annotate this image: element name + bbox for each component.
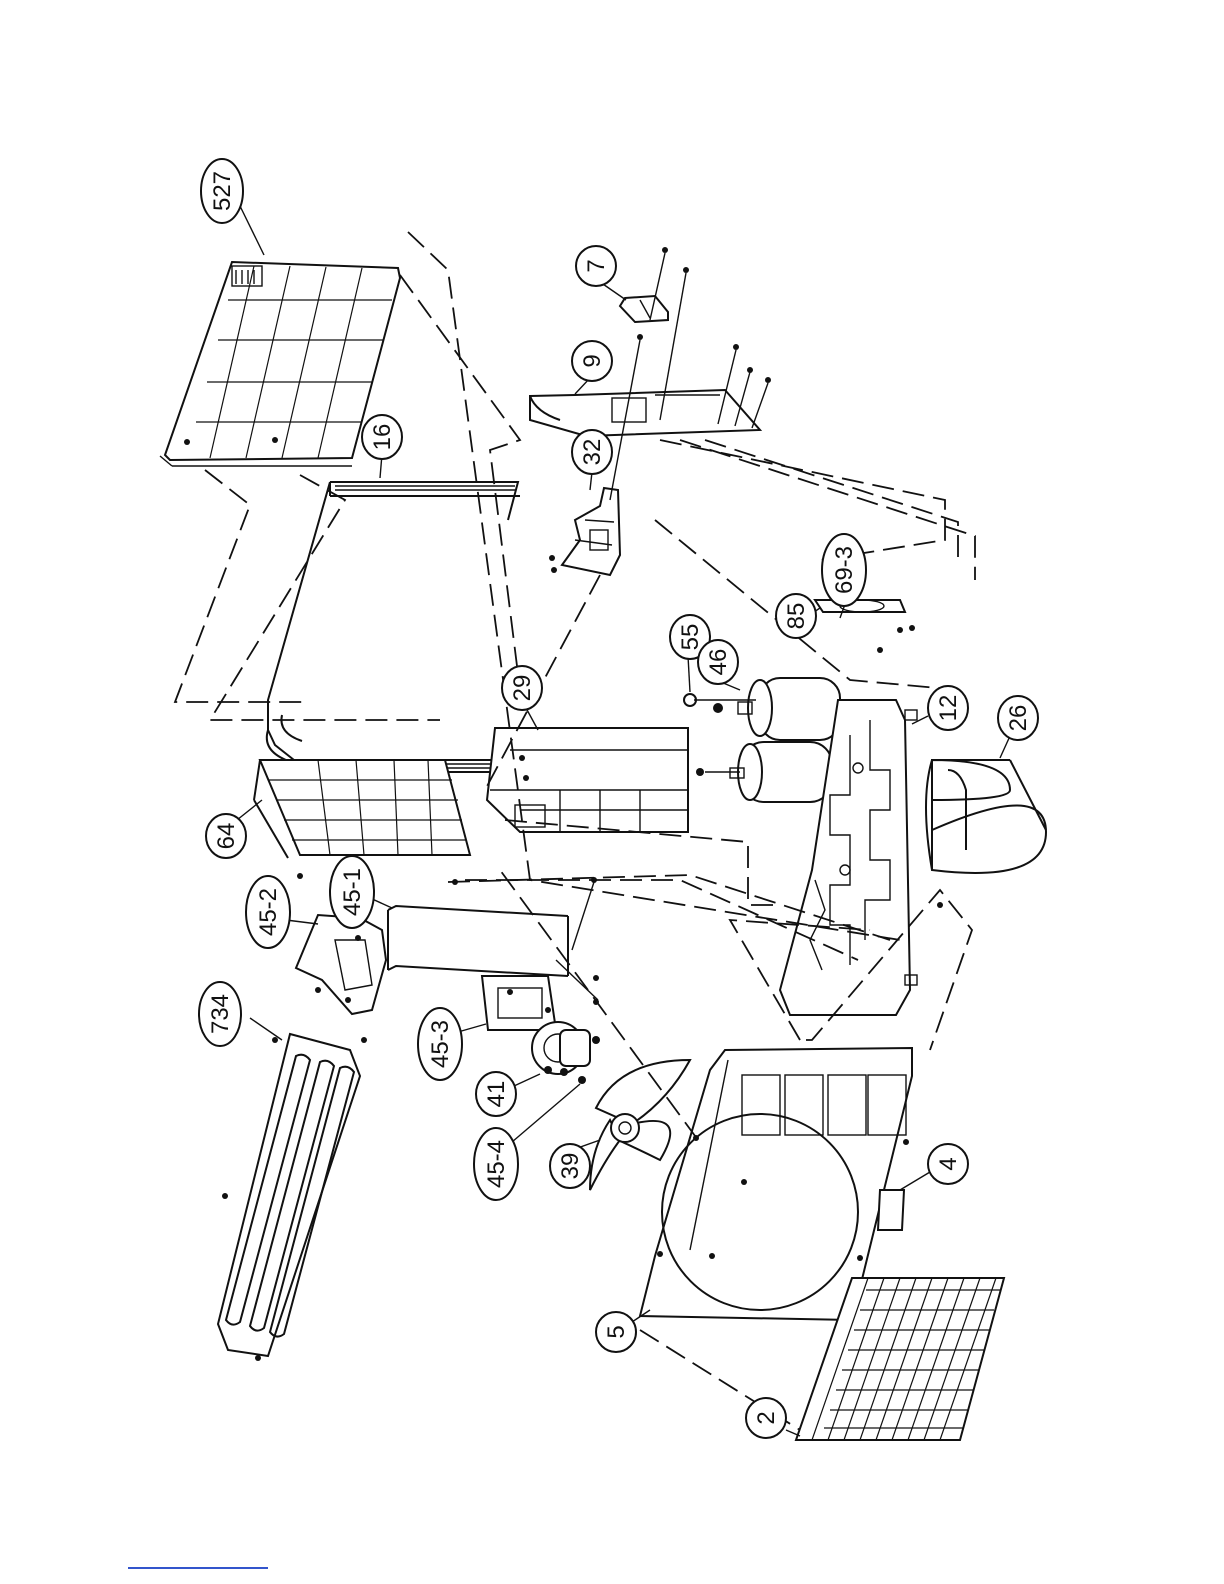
part-45-2-bracket: [296, 915, 386, 1014]
callout-85: 85: [776, 594, 816, 638]
leader-26: [1000, 736, 1010, 758]
callout-7: 7: [576, 246, 616, 286]
callout-46: 46: [698, 640, 738, 684]
callout-label: 45-2: [255, 888, 282, 936]
leader-29: [526, 708, 538, 730]
callout-label: 9: [579, 354, 606, 367]
callout-label: 527: [209, 171, 236, 211]
callout-label: 46: [705, 649, 732, 676]
callout-label: 26: [1005, 705, 1032, 732]
callout-label: 5: [603, 1325, 630, 1338]
callout-9: 9: [572, 341, 612, 381]
callout-64: 64: [206, 814, 246, 858]
callout-4: 4: [928, 1144, 968, 1184]
callout-45-4: 45-4: [474, 1128, 518, 1200]
callout-734: 734: [199, 982, 241, 1046]
dash-527-c: [210, 475, 440, 720]
callout-label: 45-3: [427, 1020, 454, 1068]
part-9-electrical-panel: [530, 334, 771, 500]
callout-label: 16: [369, 424, 396, 451]
callout-41: 41: [476, 1072, 516, 1116]
callout-label: 39: [557, 1153, 584, 1180]
callout-label: 41: [483, 1081, 510, 1108]
part-45-4-nut: [578, 1076, 586, 1084]
dash-9-a: [660, 440, 945, 560]
callout-45-1: 45-1: [330, 856, 374, 928]
callout-12: 12: [928, 686, 968, 730]
callout-label: 69-3: [831, 546, 858, 594]
callout-label: 45-1: [339, 868, 366, 916]
leader-64: [237, 800, 262, 820]
callout-45-2: 45-2: [246, 876, 290, 948]
callout-label: 2: [753, 1411, 780, 1424]
part-45-1-rail: [388, 906, 568, 976]
callout-527: 527: [201, 159, 243, 223]
callout-2: 2: [746, 1398, 786, 1438]
leader-41: [514, 1074, 540, 1086]
leader-734: [250, 1018, 282, 1040]
part-4-label: [878, 1190, 904, 1230]
callout-label: 29: [509, 675, 536, 702]
callout-label: 45-4: [483, 1140, 510, 1188]
callout-39: 39: [550, 1144, 590, 1188]
leader-45-2: [286, 920, 318, 924]
dash-527-b: [175, 470, 310, 702]
footer-rule: [128, 1567, 268, 1569]
callout-16: 16: [362, 415, 402, 459]
leader-527: [240, 206, 264, 255]
part-41-fan-motor: [532, 1022, 600, 1076]
callout-29: 29: [502, 666, 542, 710]
callout-5: 5: [596, 1312, 636, 1352]
callout-label: 32: [579, 439, 606, 466]
callout-label: 4: [935, 1157, 962, 1170]
callout-label: 12: [935, 695, 962, 722]
callout-label: 64: [213, 823, 240, 850]
part-39-fan-blade: [590, 1060, 690, 1190]
callout-32: 32: [572, 430, 612, 474]
part-46-compressor: [684, 678, 845, 802]
leader-45-3: [458, 1024, 486, 1032]
callout-label: 85: [783, 603, 810, 630]
callout-45-3: 45-3: [418, 1008, 462, 1080]
leader-45-4: [512, 1084, 580, 1142]
callout-label: 7: [583, 259, 610, 272]
callout-label: 55: [677, 624, 704, 651]
part-32-control-board: [549, 488, 620, 575]
callout-69-3: 69-3: [822, 534, 866, 606]
part-45-3-mount: [482, 877, 599, 1030]
callout-26: 26: [998, 696, 1038, 740]
part-26-sleeve: [926, 760, 1046, 873]
leader-4: [900, 1172, 930, 1190]
leader-55: [688, 656, 690, 692]
part-734-side-panel: [218, 1034, 367, 1361]
callout-label: 734: [207, 994, 234, 1034]
